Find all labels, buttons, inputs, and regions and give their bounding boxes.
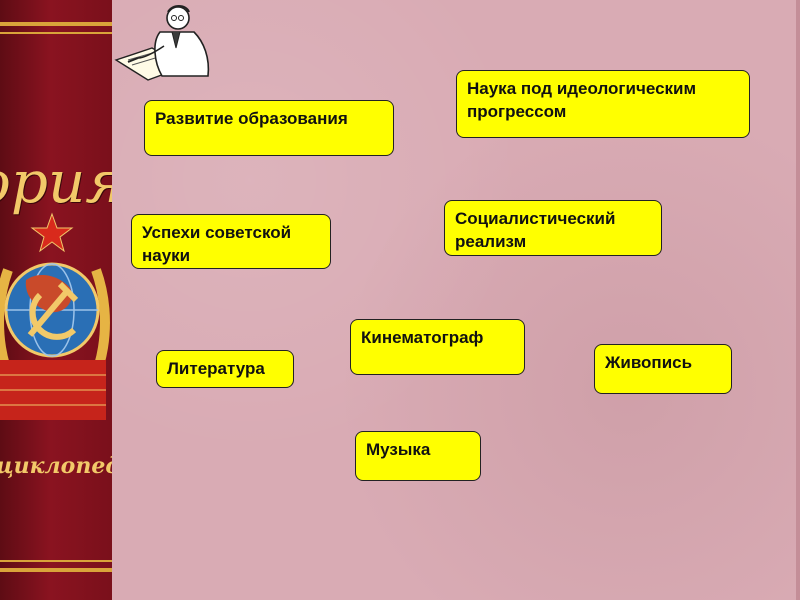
soviet-emblem-icon (0, 212, 110, 420)
topic-literature[interactable]: Литература (156, 350, 294, 388)
topic-label: Литература (167, 359, 265, 378)
cover-title: ория С (0, 148, 112, 216)
topic-label: Кинематограф (361, 328, 484, 347)
topic-label: Успехи советской науки (142, 223, 292, 266)
topic-label: Живопись (605, 353, 693, 372)
topic-painting[interactable]: Живопись (594, 344, 732, 394)
cover-gold-stripe (0, 568, 112, 572)
topic-label: Социалистический реализм (455, 209, 616, 252)
topic-socialist-realism[interactable]: Социалистический реализм (444, 200, 662, 256)
cover-gold-stripe (0, 560, 112, 562)
topic-science-ideology[interactable]: Наука под идеологическим прогрессом (456, 70, 750, 138)
cover-gold-stripe (0, 22, 112, 26)
topic-label: Наука под идеологическим прогрессом (467, 79, 697, 122)
topic-soviet-science[interactable]: Успехи советской науки (131, 214, 331, 269)
slide-edge (796, 0, 800, 600)
topic-music[interactable]: Музыка (355, 431, 481, 481)
scientist-writing-icon (114, 5, 210, 81)
cover-gold-stripe (0, 32, 112, 34)
topic-label: Музыка (366, 440, 431, 459)
book-cover-panel: ория С циклопед (0, 0, 112, 600)
topic-education[interactable]: Развитие образования (144, 100, 394, 156)
topic-cinema[interactable]: Кинематограф (350, 319, 525, 375)
topic-label: Развитие образования (155, 109, 348, 128)
cover-subtitle: циклопед (0, 453, 112, 479)
